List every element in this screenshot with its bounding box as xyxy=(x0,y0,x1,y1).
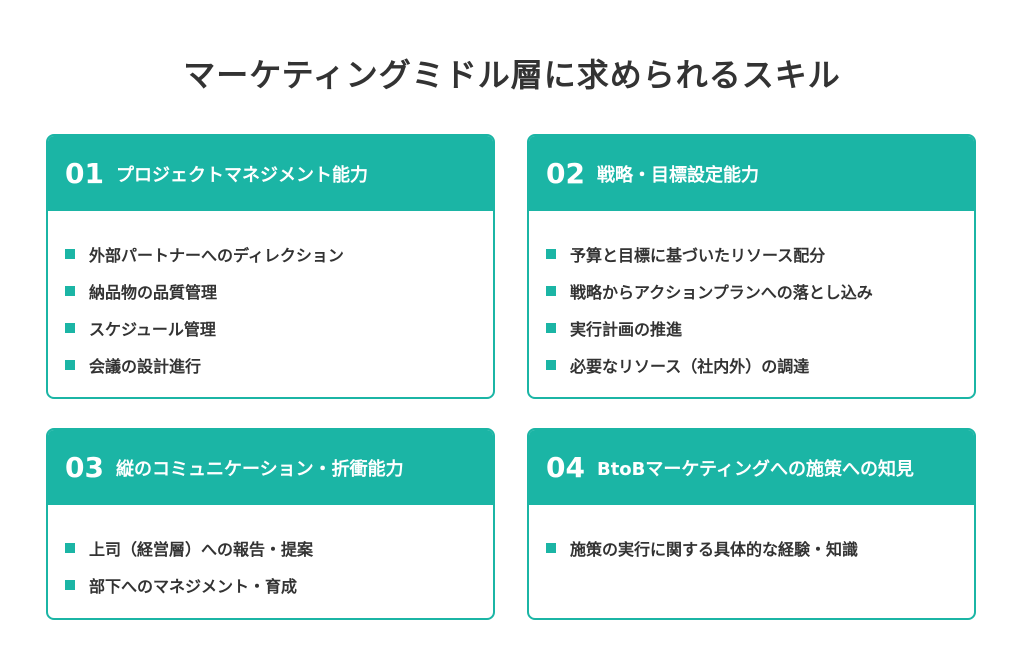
item-text: 戦略からアクションプランへの落とし込み xyxy=(570,282,873,302)
card-number: 02 xyxy=(546,157,585,190)
skill-card-btob-knowledge: 04 BtoBマーケティングへの施策への知見 施策の実行に関する具体的な経験・知… xyxy=(527,428,976,620)
list-item: 部下へのマネジメント・育成 xyxy=(65,566,493,603)
square-bullet-icon xyxy=(546,322,556,333)
item-text: 外部パートナーへのディレクション xyxy=(89,245,344,265)
list-item: 戦略からアクションプランへの落とし込み xyxy=(546,272,974,309)
item-text: 納品物の品質管理 xyxy=(89,282,218,302)
item-text: 必要なリソース（社内外）の調達 xyxy=(570,356,810,376)
item-text: 実行計画の推進 xyxy=(570,319,683,339)
list-item: スケジュール管理 xyxy=(65,309,493,346)
card-header: 02 戦略・目標設定能力 xyxy=(529,136,974,211)
item-text: 予算と目標に基づいたリソース配分 xyxy=(570,245,826,265)
skill-list: 予算と目標に基づいたリソース配分 戦略からアクションプランへの落とし込み 実行計… xyxy=(529,211,974,383)
card-heading: プロジェクトマネジメント能力 xyxy=(115,164,368,186)
skill-list: 上司（経営層）への報告・提案 部下へのマネジメント・育成 xyxy=(48,505,493,603)
item-text: 会議の設計進行 xyxy=(89,356,202,376)
square-bullet-icon xyxy=(546,359,556,370)
list-item: 外部パートナーへのディレクション xyxy=(65,235,493,272)
skill-card-project-management: 01 プロジェクトマネジメント能力 外部パートナーへのディレクション 納品物の品… xyxy=(46,134,495,399)
list-item: 会議の設計進行 xyxy=(65,346,493,383)
item-text: スケジュール管理 xyxy=(89,319,216,339)
list-item: 予算と目標に基づいたリソース配分 xyxy=(546,235,974,272)
card-header: 01 プロジェクトマネジメント能力 xyxy=(48,136,493,211)
skill-list: 外部パートナーへのディレクション 納品物の品質管理 スケジュール管理 会議の設計… xyxy=(48,211,493,383)
item-text: 上司（経営層）への報告・提案 xyxy=(89,539,314,559)
list-item: 必要なリソース（社内外）の調達 xyxy=(546,346,974,383)
list-item: 上司（経営層）への報告・提案 xyxy=(65,529,493,566)
page-title: マーケティングミドル層に求められるスキル xyxy=(183,56,841,94)
square-bullet-icon xyxy=(546,248,556,259)
square-bullet-icon xyxy=(65,542,75,553)
card-number: 01 xyxy=(65,157,104,190)
card-header: 03 縦のコミュニケーション・折衝能力 xyxy=(48,430,493,505)
card-heading: BtoBマーケティングへの施策への知見 xyxy=(596,458,914,480)
square-bullet-icon xyxy=(65,579,75,590)
item-text: 部下へのマネジメント・育成 xyxy=(89,576,298,596)
card-number: 03 xyxy=(65,451,104,484)
skill-list: 施策の実行に関する具体的な経験・知識 xyxy=(529,505,974,566)
square-bullet-icon xyxy=(546,285,556,296)
list-item: 実行計画の推進 xyxy=(546,309,974,346)
skill-card-communication: 03 縦のコミュニケーション・折衝能力 上司（経営層）への報告・提案 部下へのマ… xyxy=(46,428,495,620)
item-text: 施策の実行に関する具体的な経験・知識 xyxy=(570,539,859,559)
card-number: 04 xyxy=(546,451,585,484)
card-header: 04 BtoBマーケティングへの施策への知見 xyxy=(529,430,974,505)
list-item: 納品物の品質管理 xyxy=(65,272,493,309)
square-bullet-icon xyxy=(546,542,556,553)
card-heading: 縦のコミュニケーション・折衝能力 xyxy=(115,458,404,480)
square-bullet-icon xyxy=(65,248,75,259)
square-bullet-icon xyxy=(65,359,75,370)
card-heading: 戦略・目標設定能力 xyxy=(596,164,759,186)
square-bullet-icon xyxy=(65,322,75,333)
skill-card-strategy: 02 戦略・目標設定能力 予算と目標に基づいたリソース配分 戦略からアクションプ… xyxy=(527,134,976,399)
square-bullet-icon xyxy=(65,285,75,296)
list-item: 施策の実行に関する具体的な経験・知識 xyxy=(546,529,974,566)
